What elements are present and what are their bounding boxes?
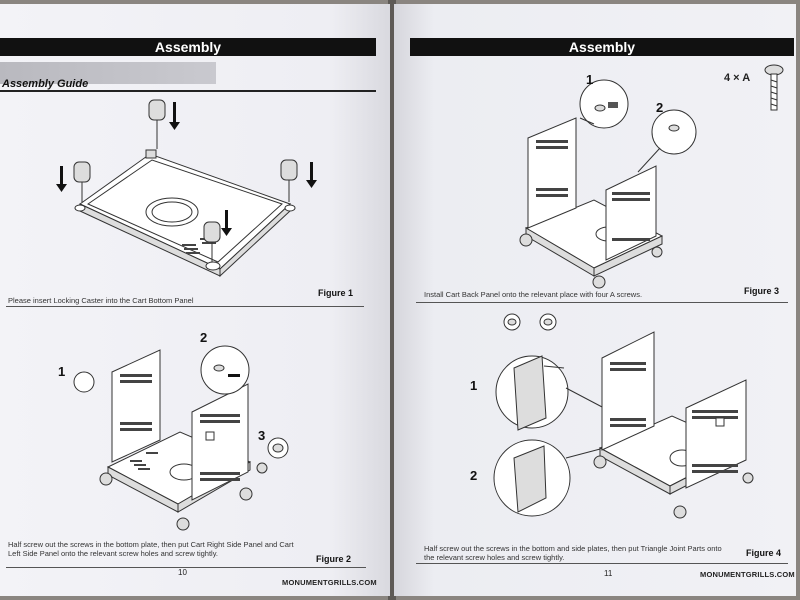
figure4-rule bbox=[416, 563, 788, 564]
figure2-illustration: 1 2 3 bbox=[58, 330, 289, 531]
caster-3-icon bbox=[280, 159, 298, 202]
figure3-callout-1: 1 bbox=[586, 72, 593, 87]
figure3-rule bbox=[416, 302, 788, 303]
left-website: MONUMENTGRILLS.COM bbox=[282, 578, 377, 587]
right-page: Assembly 4 × A 1 2 Install Cart Back Pan… bbox=[394, 4, 796, 596]
figure2-caption: Half screw out the screws in the bottom … bbox=[8, 540, 294, 558]
figure2-callout-2: 2 bbox=[200, 330, 207, 345]
figure3-callout-2: 2 bbox=[656, 100, 663, 115]
figure4-callout-2: 2 bbox=[470, 468, 477, 483]
figure4-caption: Half screw out the screws in the bottom … bbox=[424, 544, 722, 562]
right-page-number: 11 bbox=[604, 569, 613, 578]
figure1-label: Figure 1 bbox=[318, 288, 354, 298]
figure4-label: Figure 4 bbox=[746, 548, 782, 558]
figure2-callout-1: 1 bbox=[58, 364, 65, 379]
figure1-rule bbox=[6, 306, 364, 307]
screw-quantity-label: 4 × A bbox=[724, 72, 751, 84]
figure4-callout-1: 1 bbox=[470, 378, 477, 393]
figure2-callout-3: 3 bbox=[258, 428, 265, 443]
left-page: Assembly Assembly Guide Please insert Lo… bbox=[0, 4, 390, 596]
figure2-label: Figure 2 bbox=[316, 554, 352, 564]
section-rule bbox=[0, 90, 376, 92]
caster-4-icon bbox=[203, 221, 221, 262]
figure4-illustration: 1 2 bbox=[470, 313, 754, 519]
figure1-caption: Please insert Locking Caster into the Ca… bbox=[8, 296, 194, 305]
figure3-label: Figure 3 bbox=[744, 286, 780, 296]
left-header-bar: Assembly bbox=[0, 38, 376, 56]
caster-2-icon bbox=[73, 161, 91, 202]
right-header-bar: Assembly bbox=[410, 38, 794, 56]
figure3-illustration: 1 2 bbox=[519, 72, 697, 289]
right-website: MONUMENTGRILLS.COM bbox=[700, 570, 795, 579]
figure2-rule bbox=[6, 567, 366, 568]
left-page-number: 10 bbox=[178, 568, 187, 577]
book-gutter bbox=[388, 0, 396, 600]
figure1-illustration bbox=[56, 99, 317, 278]
screw-icon bbox=[764, 64, 784, 111]
section-title-band bbox=[0, 62, 216, 84]
caster-1-icon bbox=[148, 99, 166, 149]
figure3-caption: Install Cart Back Panel onto the relevan… bbox=[424, 290, 643, 299]
section-title: Assembly Guide bbox=[2, 78, 89, 90]
